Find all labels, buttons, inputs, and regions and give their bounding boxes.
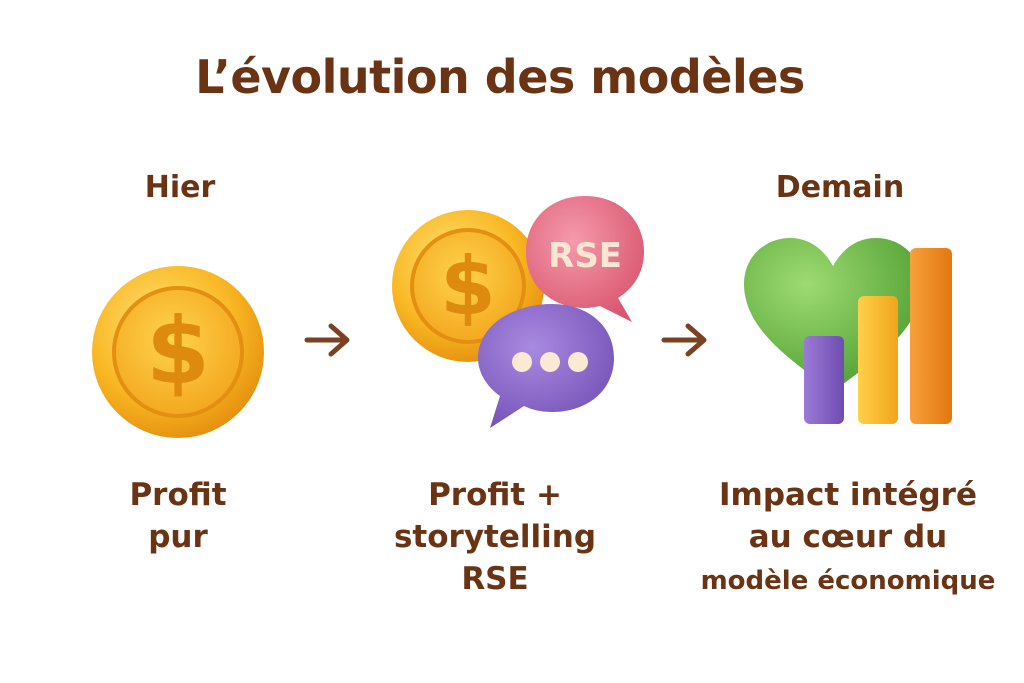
- arrow-right-icon: [661, 323, 707, 357]
- speech-bubble-icon: RSE: [526, 196, 644, 322]
- ellipsis-chat-icon: [478, 304, 614, 428]
- label-today: Profit + storytelling RSE: [380, 474, 610, 600]
- label-line: storytelling: [393, 519, 597, 555]
- label-line: pur: [148, 519, 208, 555]
- label-tomorrow: Impact intégré au cœur du modèle économi…: [688, 474, 1008, 602]
- label-line: modèle économique: [700, 566, 996, 596]
- label-yesterday: Profit pur: [88, 474, 268, 558]
- label-line: RSE: [461, 561, 529, 597]
- label-line: au cœur du: [748, 519, 948, 555]
- heading-yesterday: Hier: [144, 170, 216, 205]
- arrow-right-icon: [304, 323, 350, 357]
- dollar-coin-icon: $: [92, 266, 264, 438]
- label-line: Profit +: [428, 477, 562, 513]
- label-line: Profit: [129, 477, 227, 513]
- page-title: L’évolution des modèles: [195, 50, 805, 104]
- label-line: Impact intégré: [719, 477, 977, 513]
- svg-text:$: $: [440, 240, 496, 333]
- heading-tomorrow: Demain: [775, 170, 905, 205]
- bubble-text: RSE: [548, 236, 622, 276]
- svg-text:$: $: [146, 298, 210, 405]
- bar-chart-icon: [804, 248, 952, 424]
